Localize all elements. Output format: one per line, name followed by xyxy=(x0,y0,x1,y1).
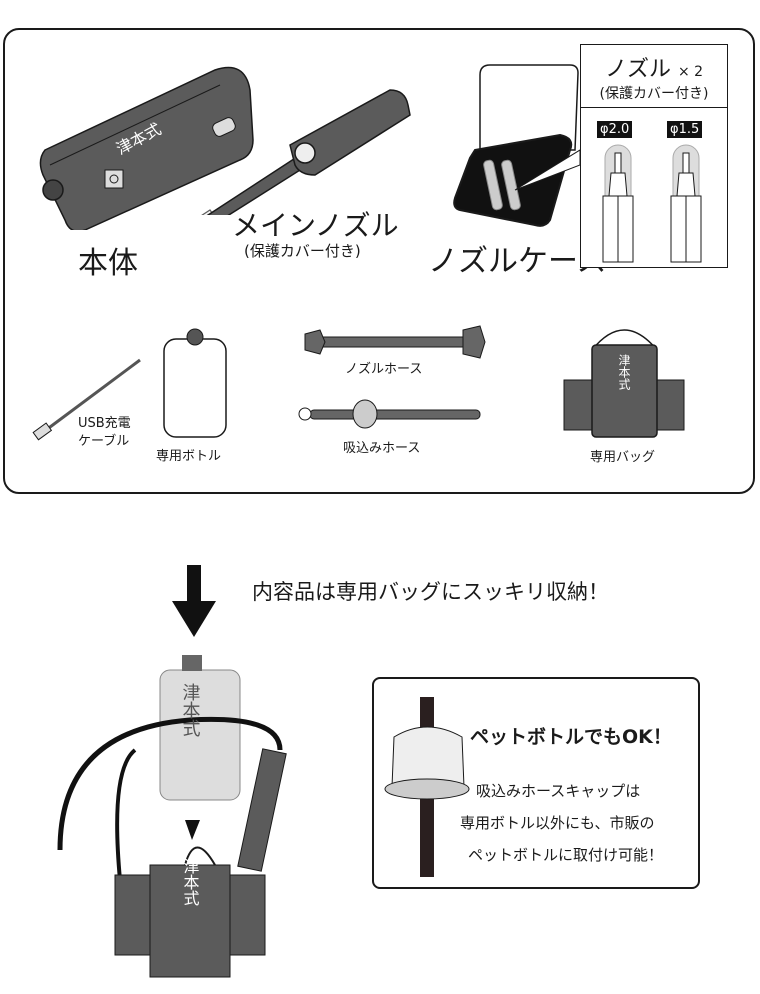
pet-bottle-line-3: ペットボトルに取付け可能！ xyxy=(468,846,664,864)
pet-bottle-callout xyxy=(372,677,700,889)
down-arrow-icon xyxy=(172,565,216,637)
label-suction-hose: 吸込みホース xyxy=(343,441,421,456)
pet-bottle-title: ペットボトルでもOK！ xyxy=(470,726,672,748)
label-nozzle-hose: ノズルホース xyxy=(345,362,423,377)
nozzle-callout-note: (保護カバー付き) xyxy=(599,86,709,102)
contents-panel xyxy=(3,28,755,494)
main-nozzle-illustration xyxy=(201,89,411,215)
usb-cable-illustration xyxy=(32,358,141,441)
nozzle-case-illustration xyxy=(453,64,580,227)
label-bottle: 専用ボトル xyxy=(156,449,222,464)
bag-brand: 津本式 xyxy=(617,354,631,390)
packing-bottle-brand: 津本式 xyxy=(180,683,201,737)
suction-hose-illustration xyxy=(298,399,481,429)
label-main-unit: 本体 xyxy=(78,246,138,281)
bottle-illustration xyxy=(163,328,227,438)
nozzle-callout-header: ノズル × 2 (保護カバー付き) xyxy=(581,45,727,108)
nozzle-hose-illustration xyxy=(304,325,486,359)
label-nozzle-case: ノズルケース xyxy=(428,244,607,279)
label-usb-cable-2: ケーブル xyxy=(78,434,130,449)
label-main-nozzle-note: (保護カバー付き) xyxy=(244,242,361,260)
bag-packing-illustration: 津本式 津本式 xyxy=(57,655,287,978)
pet-bottle-line-1: 吸込みホースキャップは xyxy=(476,782,641,800)
storage-headline: 内容品は専用バッグにスッキリ収納！ xyxy=(252,580,609,604)
nozzle-tips-illustration xyxy=(602,144,702,263)
nozzle-callout-title: ノズル xyxy=(604,57,671,82)
label-usb-cable-1: USB充電 xyxy=(78,416,131,431)
packing-bag-brand: 津本式 xyxy=(181,858,200,906)
nozzle-size-badge-2: φ1.5 xyxy=(667,121,703,138)
bag-illustration: 津本式 xyxy=(563,329,685,438)
label-bag: 専用バッグ xyxy=(590,450,656,465)
nozzle-callout-count: × 2 xyxy=(677,64,704,80)
main-unit-illustration: 津本式 xyxy=(39,66,254,230)
nozzle-size-badge-1: φ2.0 xyxy=(597,121,633,138)
nozzle-callout: ノズル × 2 (保護カバー付き) φ2.0 φ1.5 xyxy=(580,44,728,268)
hose-cap-illustration xyxy=(384,697,470,877)
pet-bottle-line-2: 専用ボトル以外にも、市販の xyxy=(460,814,655,832)
label-main-nozzle: メインノズル xyxy=(232,209,399,242)
